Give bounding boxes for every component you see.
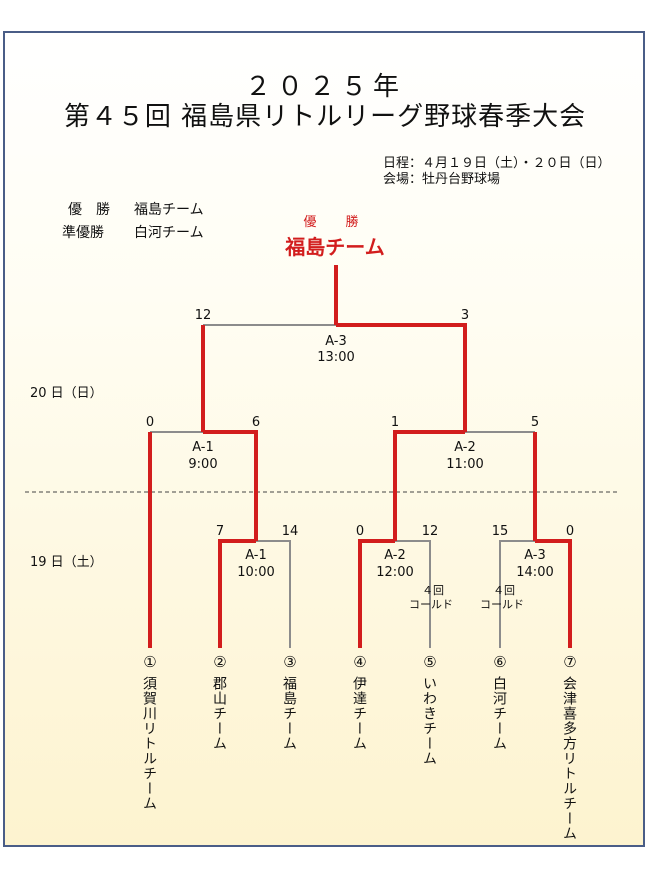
d1a2-note-called: コールド <box>409 598 453 611</box>
line-d1a2-winner <box>393 430 465 541</box>
d1a3-left-score: 15 <box>492 524 509 539</box>
d1a3-match-label: A-3 <box>524 548 546 563</box>
d2a2-right-score: 5 <box>531 415 539 430</box>
line-team2-koriyama <box>218 539 256 648</box>
team2-number: ② <box>213 653 226 671</box>
team4-number: ④ <box>353 653 366 671</box>
team5-name: いわきチーム <box>421 676 437 766</box>
team2-name: 郡山チーム <box>211 676 227 751</box>
team6-name: 白河チーム <box>491 676 507 751</box>
line-team7-aizu <box>535 539 572 648</box>
final-right-score: 3 <box>461 308 469 323</box>
d1a1-left-score: 7 <box>216 524 224 539</box>
line-team6-shirakawa <box>499 540 535 648</box>
line-team5-iwaki <box>395 540 431 648</box>
team4-name: 伊達チーム <box>351 676 367 751</box>
team7-name: 会津喜多方リトルチーム <box>561 676 577 841</box>
team5-number: ⑤ <box>423 653 436 671</box>
winner-label: 優 勝 <box>303 215 367 230</box>
d2a2-match-label: A-2 <box>454 440 476 455</box>
d1a2-left-score: 0 <box>356 524 364 539</box>
final-left-score: 12 <box>195 308 212 323</box>
line-d2a2-winner <box>336 323 467 432</box>
d2a2-match-time: 11:00 <box>446 457 483 472</box>
champion-team: 福島チーム <box>134 202 204 218</box>
d2a1-match-time: 9:00 <box>188 457 217 472</box>
day2-label: 20 日（日） <box>30 386 103 401</box>
d1a1-right-score: 14 <box>282 524 299 539</box>
d1a2-note-innings: ４回 <box>422 584 444 597</box>
d1a3-match-time: 14:00 <box>516 565 553 580</box>
d2a1-right-score: 6 <box>252 415 260 430</box>
line-team4-date <box>358 539 395 648</box>
winner-team: 福島チーム <box>285 235 385 259</box>
champion-label: 優 勝 <box>68 202 110 218</box>
team6-number: ⑥ <box>493 653 506 671</box>
d1a1-match-time: 10:00 <box>237 565 274 580</box>
line-d1a1-winner <box>203 430 258 541</box>
runnerup-label: 準優勝 <box>62 225 104 241</box>
schedule-date: 日程：４月１９日（土）・２０日（日） <box>383 156 611 171</box>
team3-number: ③ <box>283 653 296 671</box>
d2a1-left-score: 0 <box>146 415 154 430</box>
day1-label: 19 日（土） <box>30 555 103 570</box>
d2a1-match-label: A-1 <box>192 440 214 455</box>
tournament-frame <box>3 31 645 847</box>
d1a3-note-called: コールド <box>480 598 524 611</box>
d1a2-match-time: 12:00 <box>376 565 413 580</box>
final-match-time: 13:00 <box>317 350 354 365</box>
d1a2-match-label: A-2 <box>384 548 406 563</box>
team3-name: 福島チーム <box>281 676 297 751</box>
d1a3-right-score: 0 <box>566 524 574 539</box>
tournament-year: ２０２５年 <box>244 72 405 102</box>
d1a1-match-label: A-1 <box>245 548 267 563</box>
d1a3-note-innings: ４回 <box>493 584 515 597</box>
line-team3-fukushima <box>256 540 291 648</box>
d1a2-right-score: 12 <box>422 524 439 539</box>
team1-number: ① <box>143 653 156 671</box>
tournament-title: 第４５回 福島県リトルリーグ野球春季大会 <box>63 102 587 132</box>
d2a2-left-score: 1 <box>391 415 399 430</box>
venue: 会場：牡丹台野球場 <box>383 172 501 187</box>
team7-number: ⑦ <box>563 653 576 671</box>
team1-name: 須賀川リトルチーム <box>141 676 157 811</box>
runnerup-team: 白河チーム <box>134 225 204 241</box>
final-match-label: A-3 <box>325 334 347 349</box>
